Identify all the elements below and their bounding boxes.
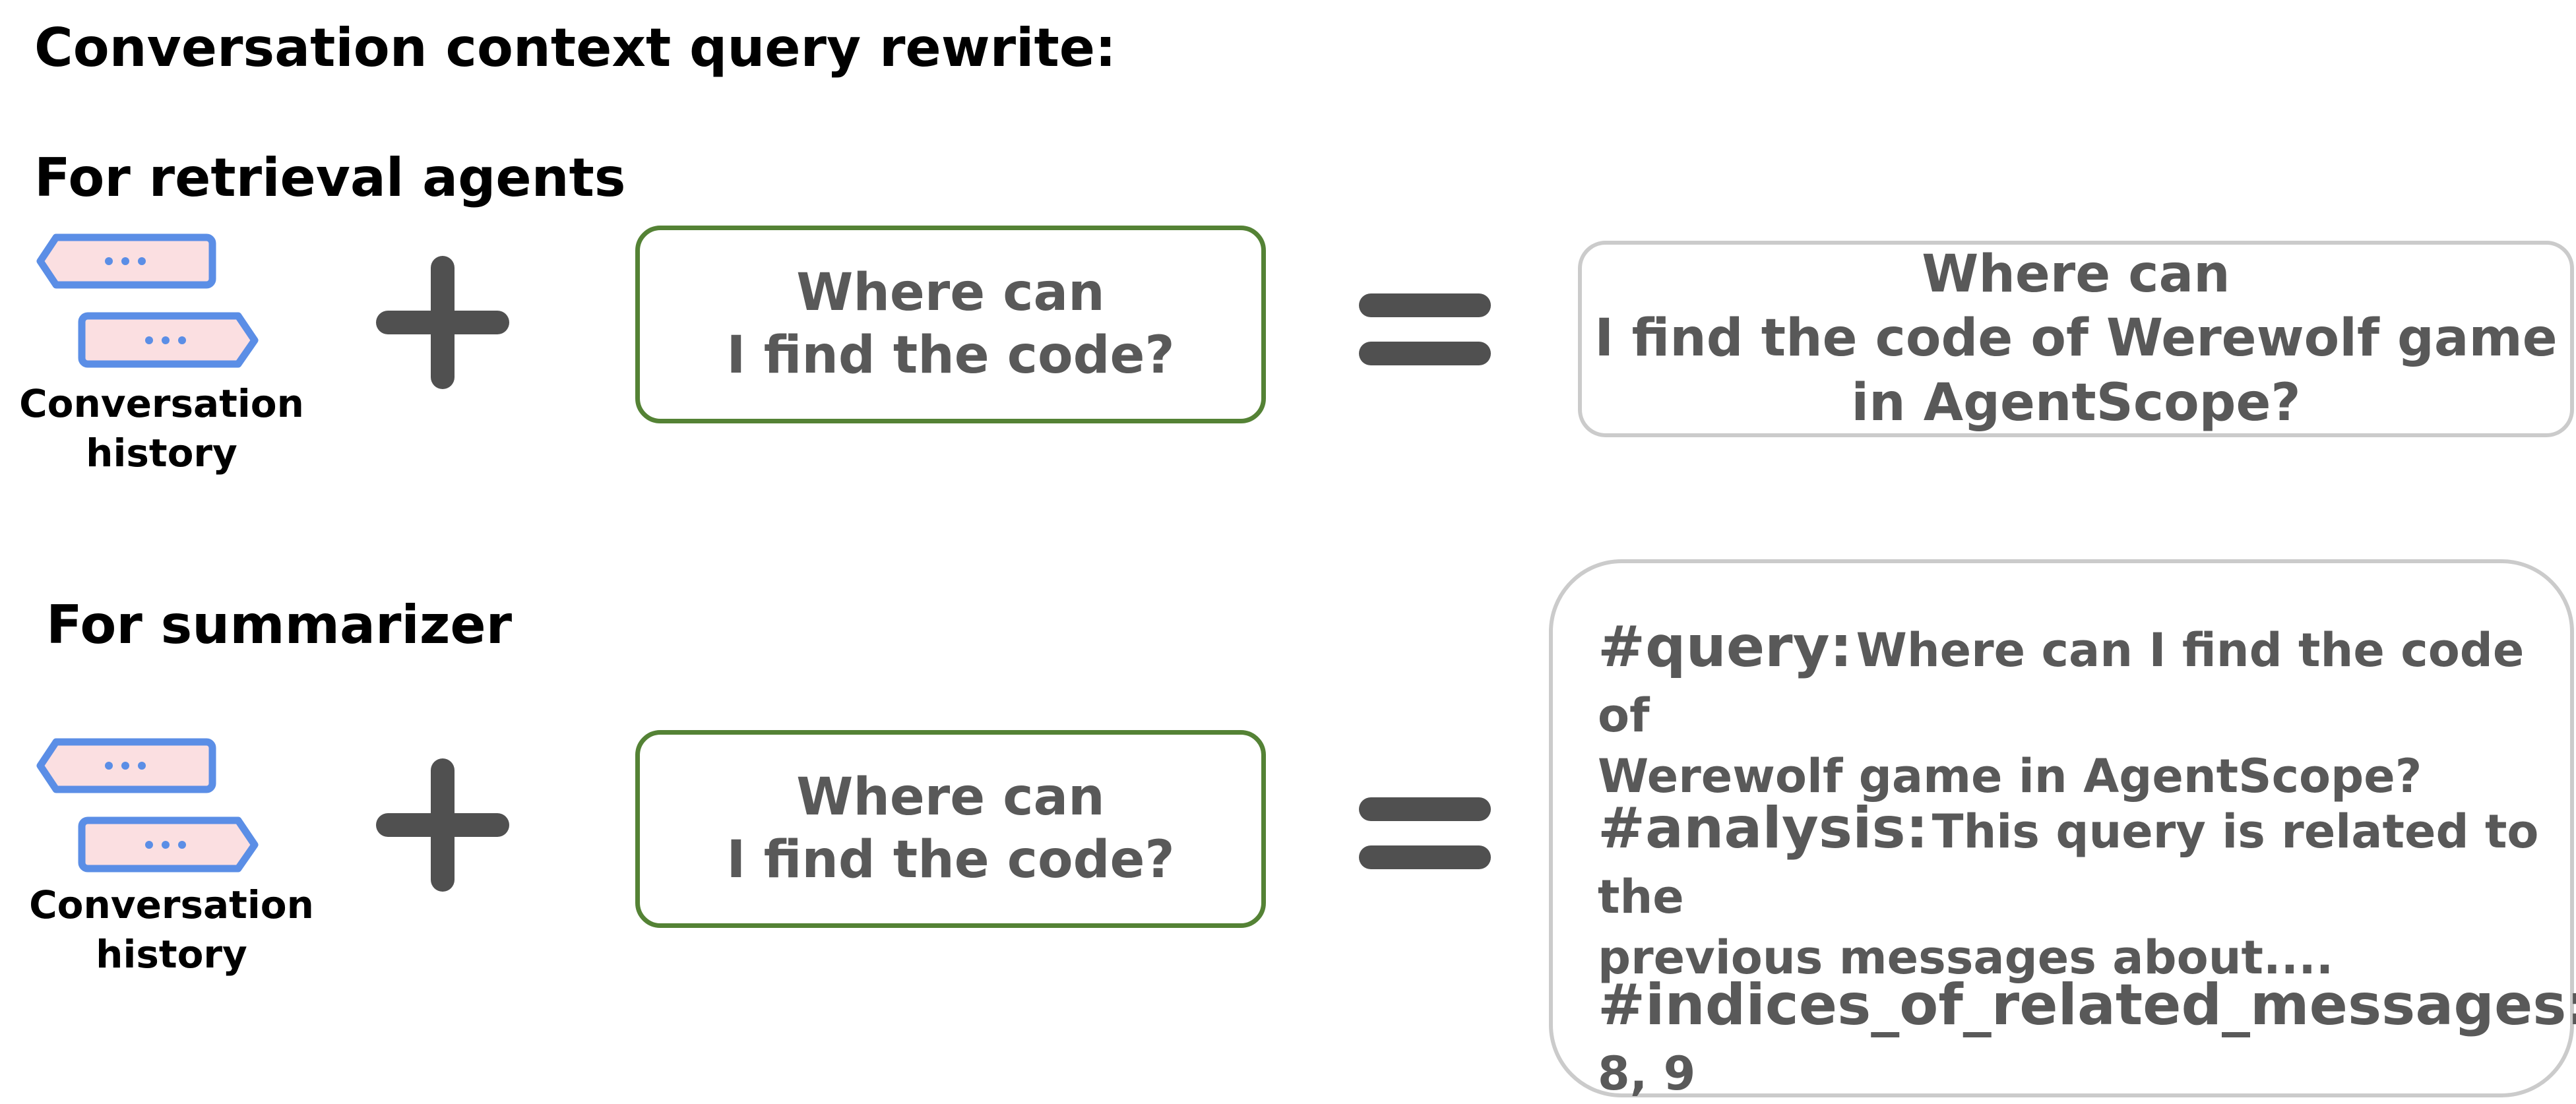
field-value-analysis-line-2: previous messages about....: [1598, 930, 2334, 985]
equals-icon: [1359, 293, 1491, 365]
rewritten-query-box: Where can I find the code of Werewolf ga…: [1578, 241, 2574, 437]
section-heading-summarizer: For summarizer: [46, 594, 513, 656]
conversation-history-label: Conversation history: [19, 381, 304, 476]
field-key-analysis: #analysis:: [1598, 795, 1929, 861]
chat-bubbles-icon: [36, 233, 259, 368]
query-box: Where can I find the code?: [635, 226, 1266, 423]
bubble-dot: [121, 257, 129, 265]
bubble-dot: [162, 841, 170, 849]
field-value-indices: 8, 9: [1598, 1046, 1696, 1101]
section-heading-retrieval: For retrieval agents: [34, 147, 626, 208]
bubble-dot: [162, 336, 170, 344]
output-field-analysis: #analysis: This query is related to the …: [1598, 791, 2554, 988]
bubble-dot: [105, 257, 113, 265]
bubble-dot: [145, 336, 153, 344]
bubble-dot: [105, 762, 113, 770]
bubble-dot: [178, 336, 186, 344]
field-key-indices: #indices_of_related_messages:: [1598, 972, 2576, 1038]
equals-icon: [1359, 797, 1491, 869]
output-field-query: #query: Where can I find the code of Wer…: [1598, 610, 2554, 807]
output-field-indices: #indices_of_related_messages: 8, 9: [1598, 968, 2576, 1104]
bubble-dot: [138, 257, 146, 265]
summarizer-output-box: [1549, 559, 2574, 1097]
field-key-query: #query:: [1598, 614, 1853, 680]
diagram-title: Conversation context query rewrite:: [34, 17, 1116, 78]
bubble-dot: [138, 762, 146, 770]
field-value-analysis-line-1: This query is related to the: [1598, 805, 2539, 924]
query-box: Where can I find the code?: [635, 730, 1266, 928]
plus-icon: [376, 758, 509, 892]
bubble-dot: [145, 841, 153, 849]
chat-bubbles-icon: [36, 738, 259, 873]
field-value-query-line-2: Werewolf game in AgentScope?: [1598, 749, 2422, 803]
bubble-dot: [121, 762, 129, 770]
bubble-dot: [178, 841, 186, 849]
conversation-history-label: Conversation history: [29, 882, 314, 977]
plus-icon: [376, 256, 509, 389]
field-value-query-line-1: Where can I find the code of: [1598, 623, 2525, 743]
